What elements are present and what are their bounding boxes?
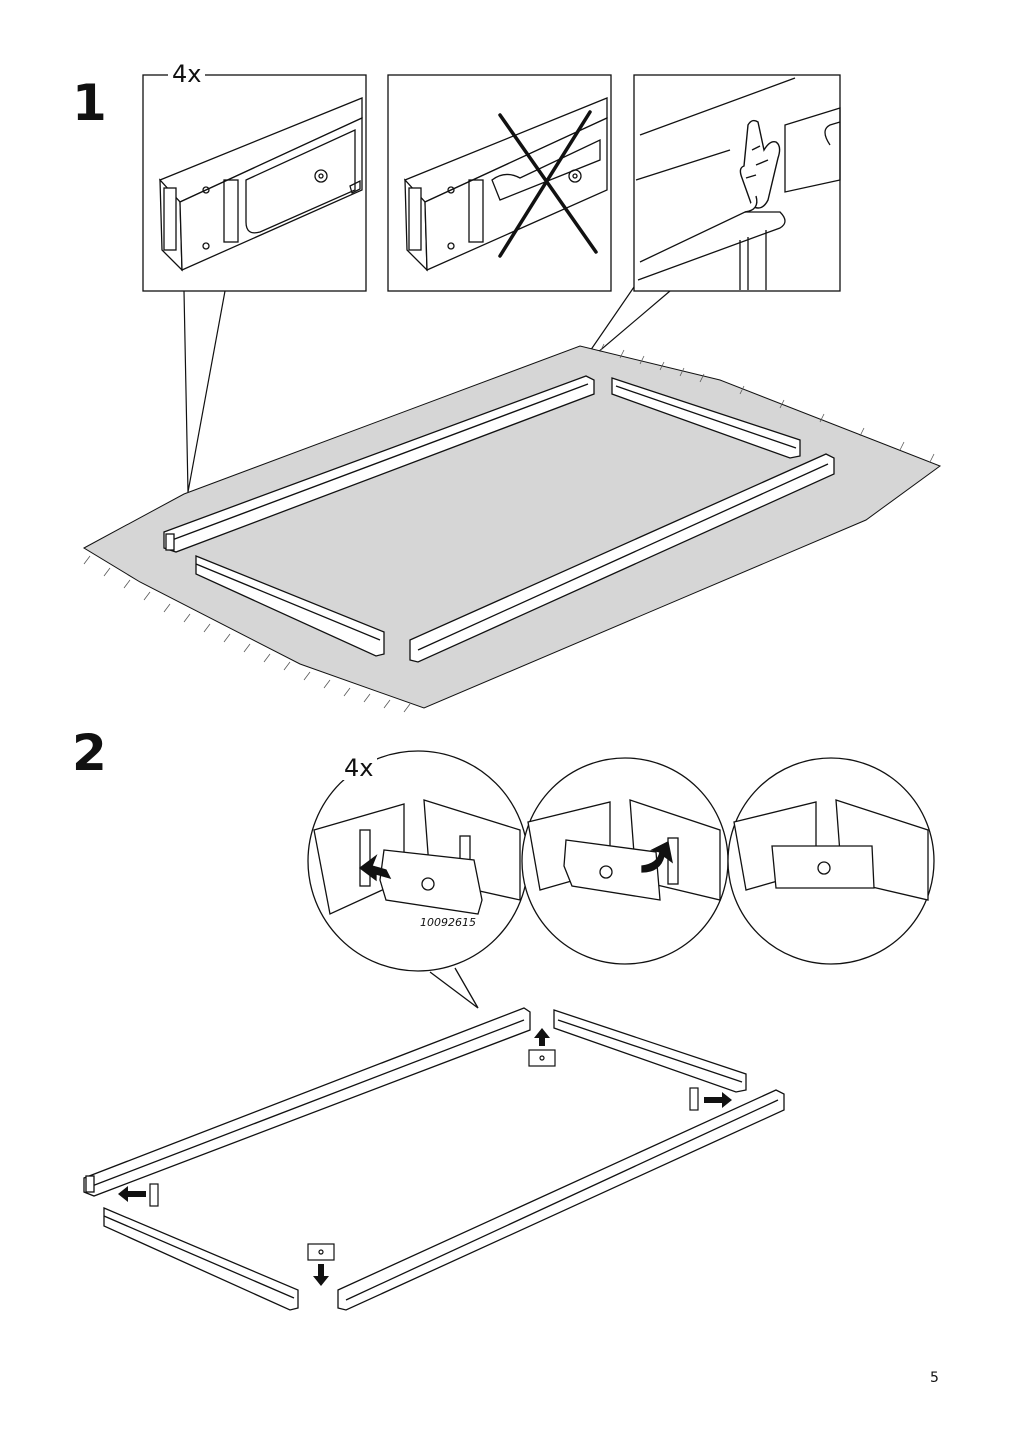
detail-circle-2 (521, 757, 729, 965)
step-2-number: 2 (72, 724, 107, 782)
forbidden-cross-icon (498, 110, 598, 258)
detail-circle-3 (727, 757, 935, 965)
detail-circle-1 (307, 750, 529, 1009)
frame-rails (83, 1007, 785, 1311)
page-number: 5 (930, 1370, 939, 1386)
hand-pointer-icon (739, 119, 781, 213)
part-number: 10092615 (420, 916, 476, 929)
step-1-count: 4x (168, 62, 206, 86)
step-2-count: 4x (340, 756, 378, 780)
connector-parts (149, 1049, 699, 1261)
detail-panel-correct (142, 74, 367, 292)
step-1-number: 1 (72, 74, 107, 132)
detail-panel-incorrect (387, 74, 612, 292)
detail-panel-hand (633, 74, 841, 292)
rails-on-rug (163, 375, 835, 663)
arrow-icon (118, 1028, 732, 1286)
